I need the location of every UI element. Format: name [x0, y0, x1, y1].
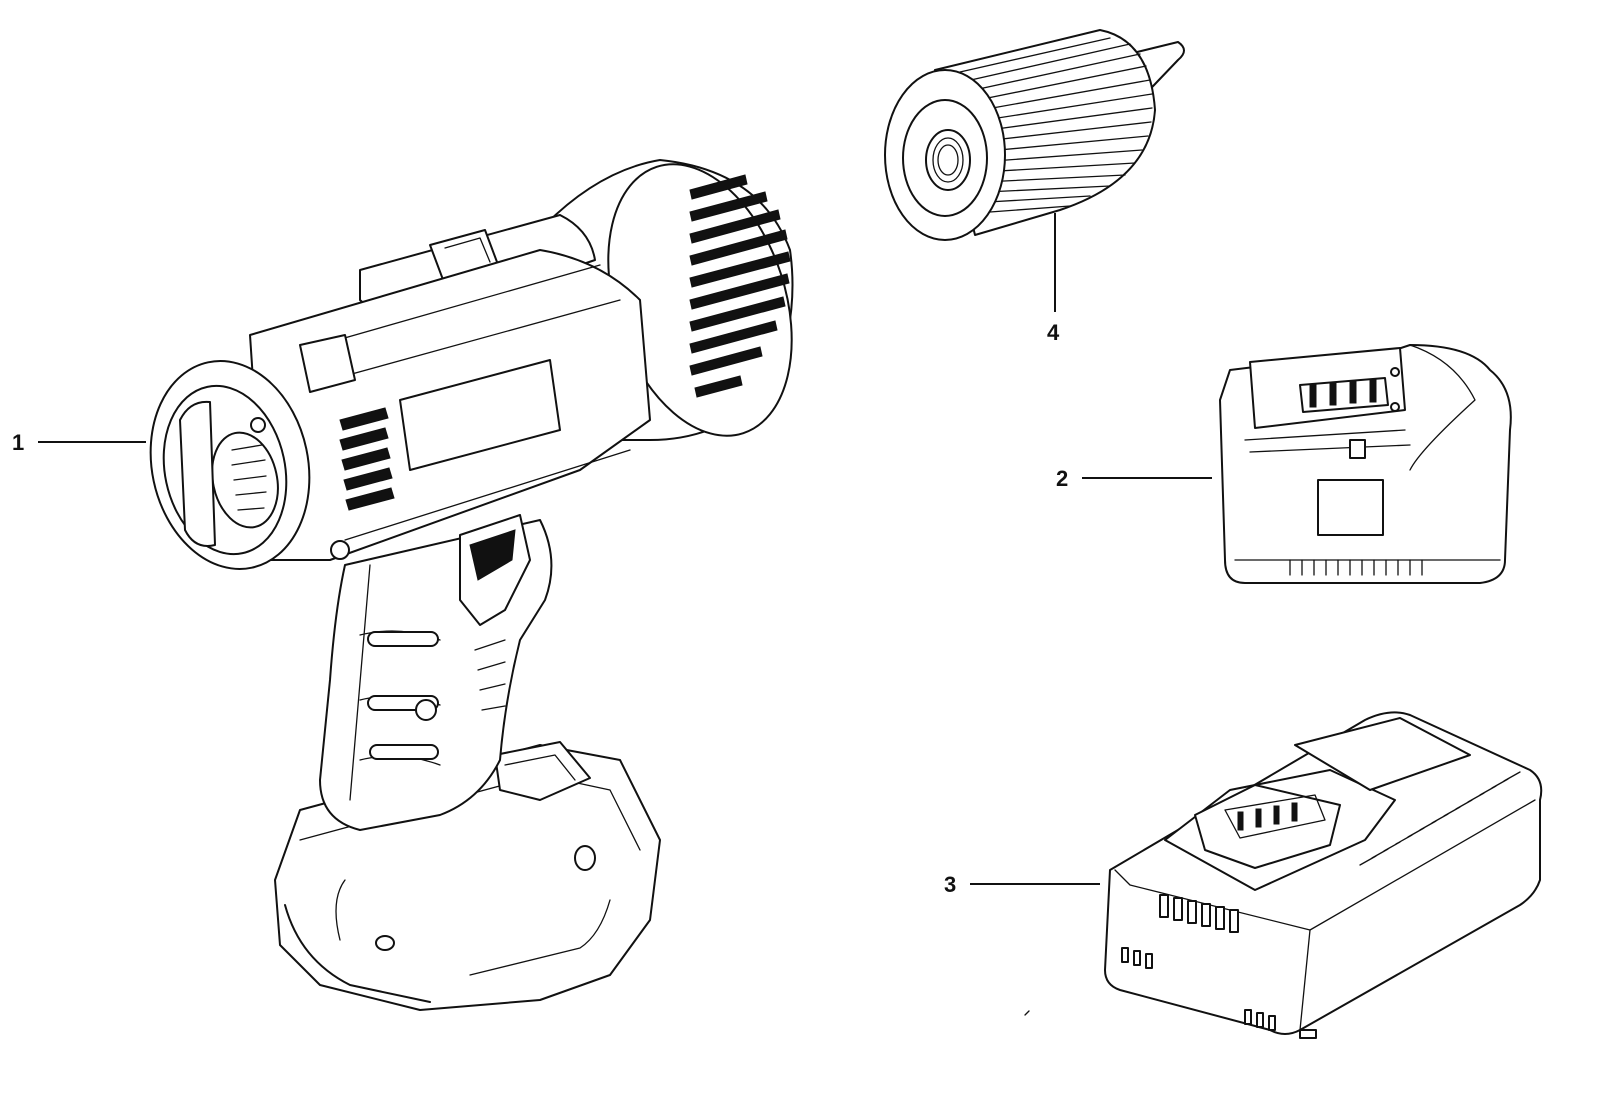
charger [1104, 711, 1543, 1039]
drill-grip [319, 514, 553, 831]
callout-2: 2 [1056, 466, 1212, 491]
battery-pack [1219, 344, 1512, 584]
callout-4: 4 [1047, 213, 1060, 345]
charger-front-vents [1159, 894, 1239, 933]
motor-vents [689, 174, 791, 398]
gearbox-housing [249, 249, 651, 561]
callout-1: 1 [12, 430, 146, 455]
side-vents [339, 407, 395, 511]
chuck-knurling [959, 37, 1153, 213]
battery-latch [494, 741, 591, 801]
drill-nose [149, 360, 311, 570]
callout-3: 3 [944, 872, 1100, 897]
battery-ridges [1289, 559, 1423, 576]
charger-top-vents [1359, 771, 1521, 866]
callout-label-3: 3 [944, 872, 956, 897]
callout-label-4: 4 [1047, 320, 1060, 345]
keyless-chuck [884, 29, 1185, 241]
callout-label-2: 2 [1056, 466, 1068, 491]
callout-label-1: 1 [12, 430, 24, 455]
drill-body [149, 159, 794, 1011]
